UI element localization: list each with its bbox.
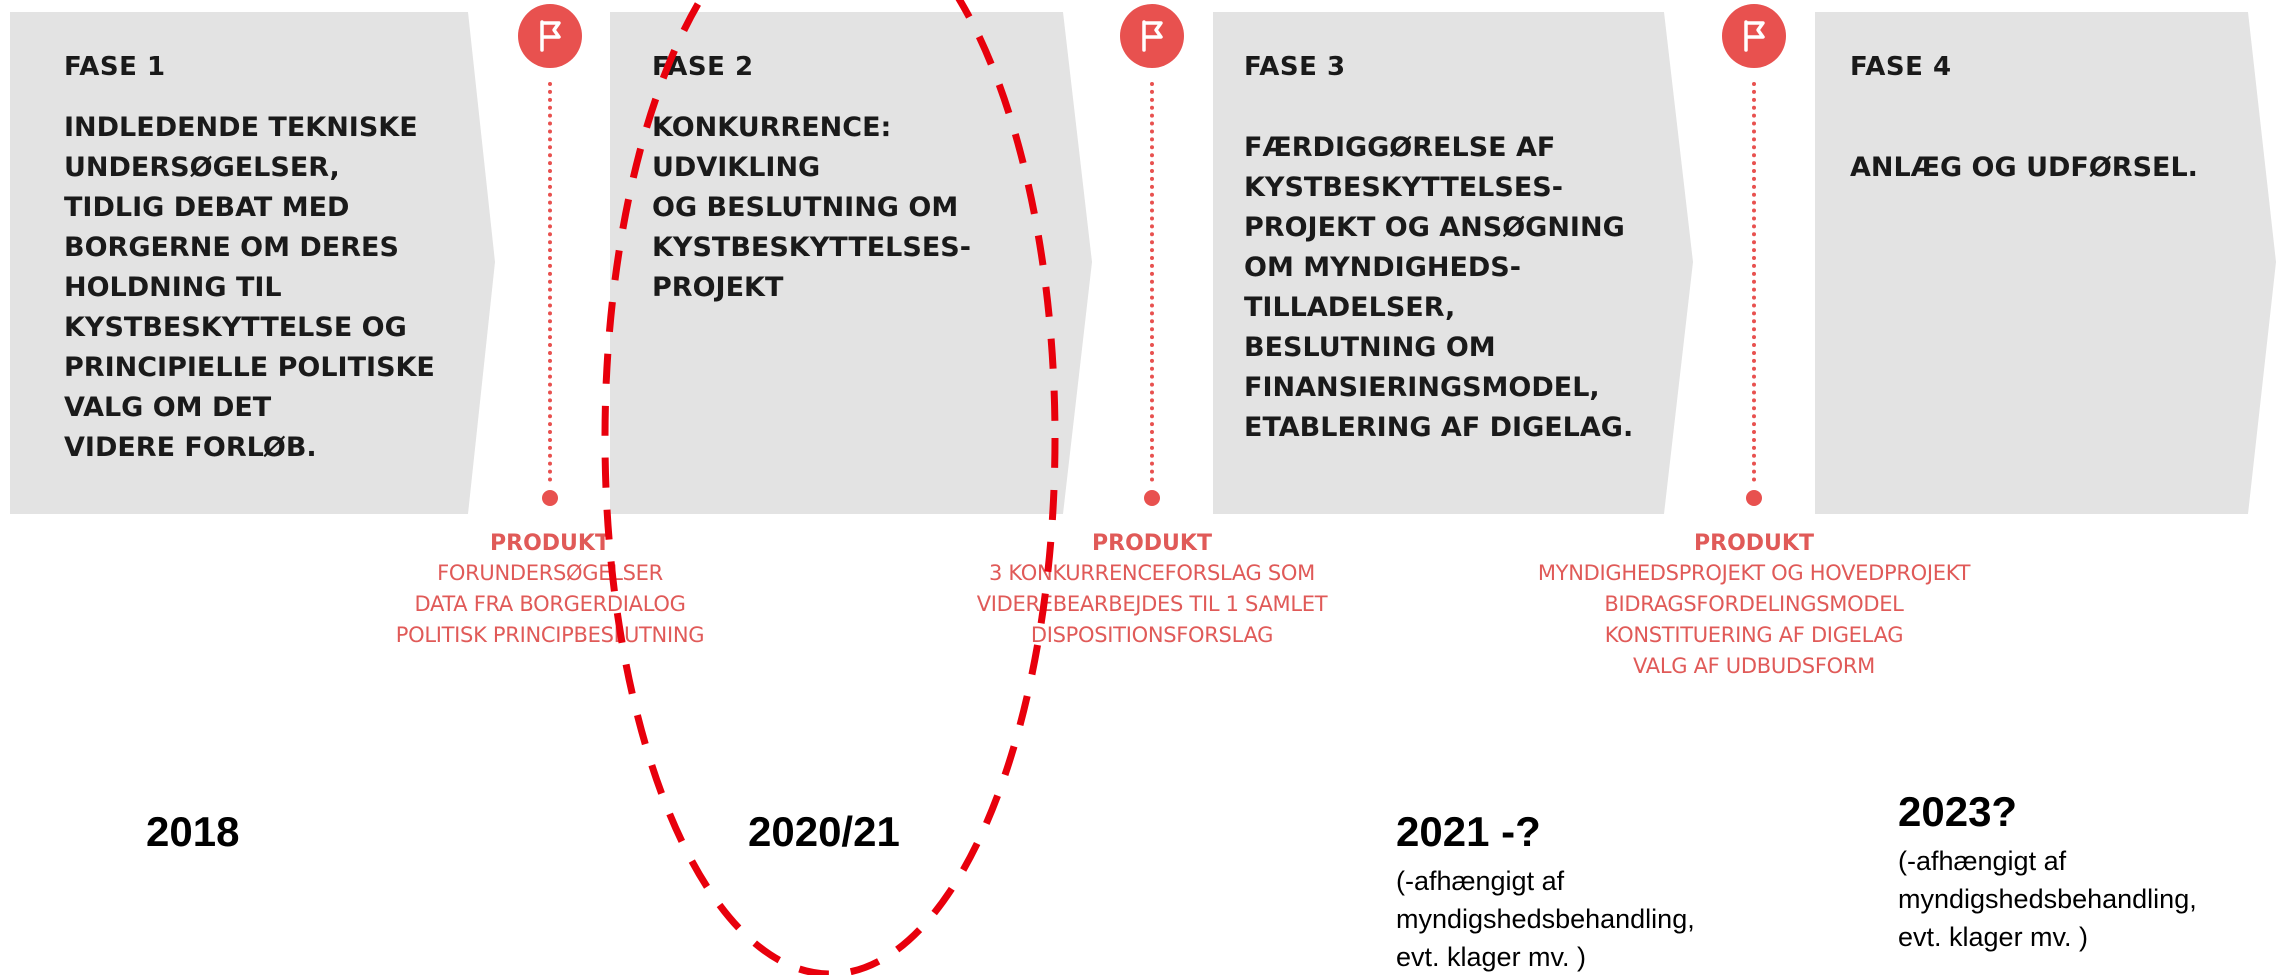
- flag-icon: [1722, 4, 1786, 68]
- product-3-line: BIDRAGSFORDELINGSMODEL: [1604, 592, 1904, 616]
- product-3-line: MYNDIGHEDSPROJEKT OG HOVEDPROJEKT: [1537, 561, 1971, 585]
- product-2-line: DISPOSITIONSFORSLAG: [1030, 623, 1274, 647]
- milestone-1-dotted-line: [548, 82, 552, 482]
- milestone-1-end-dot: [542, 490, 558, 506]
- product-2-line: 3 KONKURRENCEFORSLAG SOM: [988, 561, 1315, 585]
- year-label-4: 2023?: [1898, 788, 2018, 835]
- product-1-heading: PRODUKT: [490, 531, 610, 556]
- product-3-heading: PRODUKT: [1694, 531, 1814, 556]
- year-note-3: (-afhængigt af myndigshedsbehandling, ev…: [1396, 866, 1695, 972]
- product-3-line: VALG AF UDBUDSFORM: [1633, 654, 1875, 678]
- phase-4-shape: [1815, 12, 2276, 514]
- phase-4-description: ANLÆG OG UDFØRSEL.: [1850, 152, 2198, 183]
- year-note-4: (-afhængigt af myndigshedsbehandling, ev…: [1898, 846, 2197, 952]
- product-1-line: FORUNDERSØGELSER: [437, 561, 663, 585]
- year-label-3: 2021 -?: [1396, 808, 1541, 855]
- milestone-3-dotted-line: [1752, 82, 1756, 482]
- year-label-1: 2018: [146, 808, 240, 855]
- product-2: PRODUKT 3 KONKURRENCEFORSLAG SOM VIDEREB…: [932, 530, 1372, 651]
- phase-4-title: FASE 4: [1850, 52, 1952, 82]
- year-label-2: 2020/21: [748, 808, 900, 855]
- milestone-2-dotted-line: [1150, 82, 1154, 482]
- product-1-line: POLITISK PRINCIPBESLUTNING: [395, 623, 705, 647]
- milestone-2-end-dot: [1144, 490, 1160, 506]
- phase-1-title: FASE 1: [64, 52, 166, 82]
- product-1-line: DATA FRA BORGERDIALOG: [414, 592, 686, 616]
- phase-3-description: FÆRDIGGØRELSE AF KYSTBESKYTTELSES- PROJE…: [1244, 132, 1634, 443]
- product-3: PRODUKT MYNDIGHEDSPROJEKT OG HOVEDPROJEK…: [1494, 530, 2014, 682]
- phase-1-description: INDLEDENDE TEKNISKE UNDERSØGELSER, TIDLI…: [64, 112, 435, 463]
- product-3-line: KONSTITUERING AF DIGELAG: [1604, 623, 1904, 647]
- product-2-heading: PRODUKT: [1092, 531, 1212, 556]
- phase-2-title: FASE 2: [652, 52, 754, 82]
- product-1: PRODUKT FORUNDERSØGELSER DATA FRA BORGER…: [330, 530, 770, 651]
- phase-1-shape: [10, 12, 495, 514]
- flag-icon: [1120, 4, 1184, 68]
- phase-3-title: FASE 3: [1244, 52, 1346, 82]
- flag-icon: [518, 4, 582, 68]
- phase-2-description: KONKURRENCE: UDVIKLING OG BESLUTNING OM …: [652, 112, 971, 303]
- product-2-line: VIDEREBEARBEJDES TIL 1 SAMLET: [976, 592, 1328, 616]
- milestone-3-end-dot: [1746, 490, 1762, 506]
- phase-3-shape: [1213, 12, 1693, 514]
